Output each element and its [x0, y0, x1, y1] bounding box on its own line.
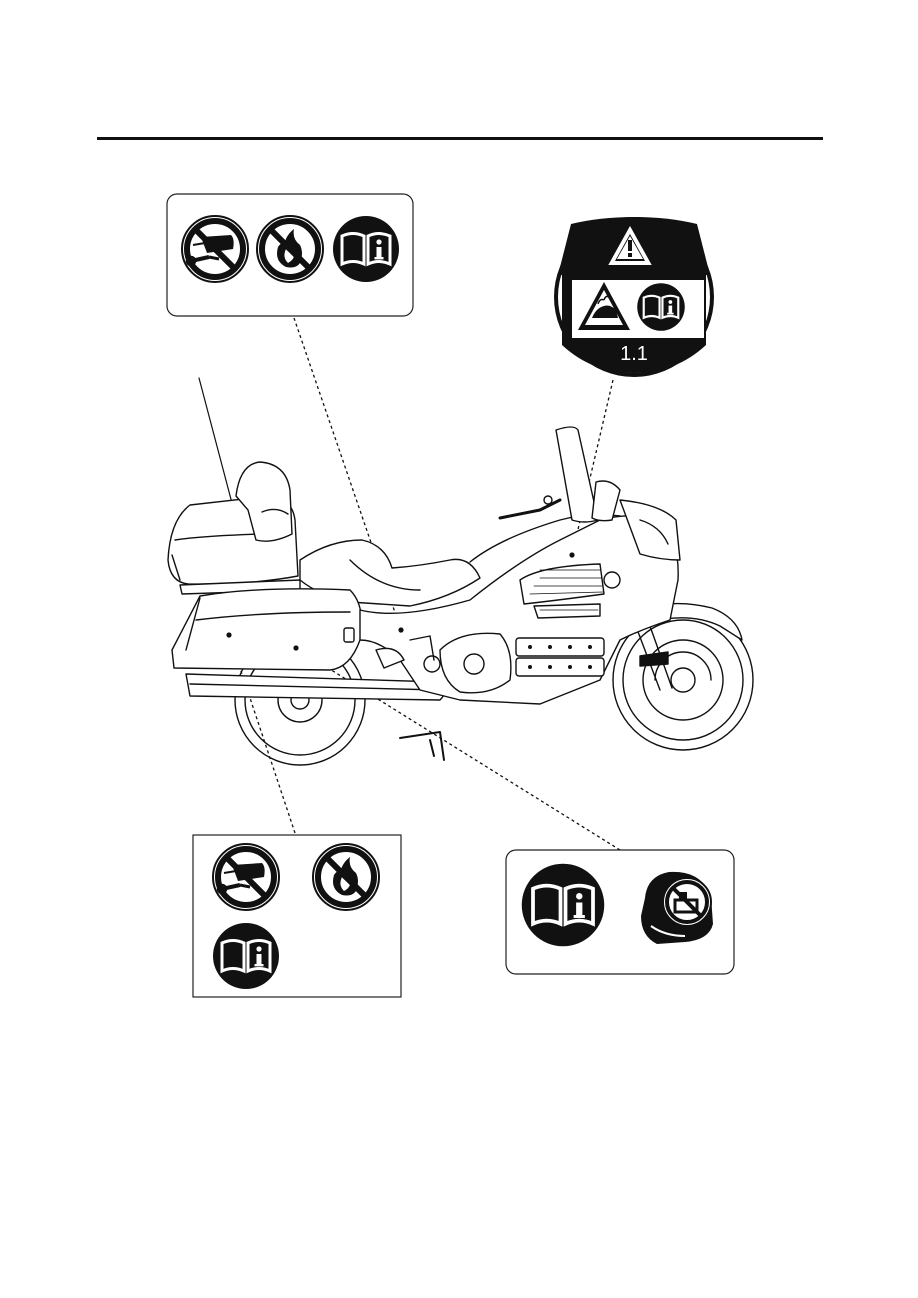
- owners-manual-icon: [522, 864, 605, 947]
- owners-manual-icon: [637, 283, 685, 331]
- no-fire-icon: [313, 844, 379, 910]
- label-seat-area: [167, 194, 413, 316]
- no-overload-trunk-icon: [641, 872, 713, 944]
- label-saddlebag-right: [506, 850, 734, 974]
- owners-manual-icon: [333, 216, 399, 282]
- label-code: 1.1: [620, 343, 648, 365]
- motorcycle-illustration: [168, 378, 753, 765]
- owners-manual-icon: [213, 923, 279, 989]
- label-saddlebag-left: [193, 835, 401, 997]
- no-modification-icon: [182, 216, 248, 282]
- no-fire-icon: [257, 216, 323, 282]
- label-fairing: 1.1: [554, 217, 714, 377]
- no-modification-icon: [213, 844, 279, 910]
